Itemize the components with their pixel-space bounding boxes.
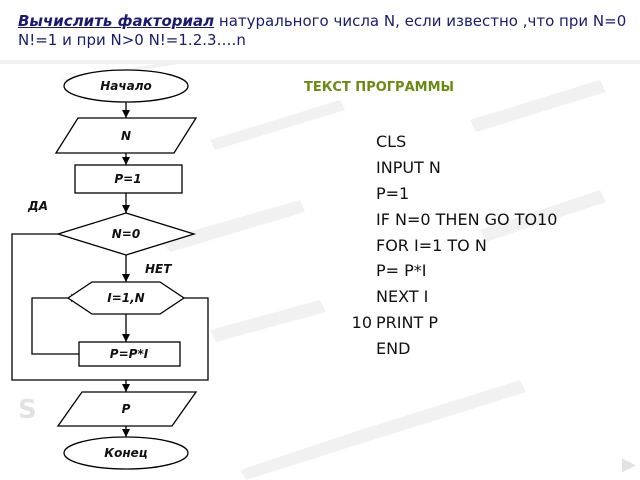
- svg-text:S: S: [18, 395, 37, 425]
- loop-hexagon: [66, 281, 186, 315]
- assign-process: [74, 164, 183, 194]
- header-task-line2: N!=1 и при N>0 N!=1.2.3….n: [18, 31, 246, 49]
- header-task-rest: натурального числа N, если известно ,что…: [214, 12, 627, 30]
- arrow-down: [122, 157, 130, 165]
- decision-diamond: [55, 212, 197, 256]
- code-line-text: INPUT N: [376, 157, 441, 177]
- output-label: P: [122, 402, 131, 416]
- code-line: CLS: [342, 132, 557, 158]
- code-line: NEXT I: [342, 287, 557, 313]
- code-line-text: CLS: [376, 132, 407, 151]
- yes-label: ДА: [27, 199, 48, 213]
- code-line-text: P= P*I: [376, 261, 427, 281]
- end-terminal: [63, 436, 189, 470]
- body-process: [78, 341, 181, 367]
- output-parallelogram: [56, 391, 198, 427]
- decision-label: N=0: [112, 227, 140, 241]
- input-parallelogram: [54, 117, 198, 154]
- code-line-number: 10: [351, 313, 372, 333]
- assign-label: P=1: [114, 172, 141, 186]
- arrow-down: [122, 110, 130, 118]
- arrow-down: [122, 334, 130, 342]
- yes-branch-line: [11, 233, 126, 381]
- code-line: FOR I=1 TO N: [342, 236, 557, 262]
- code-line-text: NEXT I: [376, 287, 429, 307]
- input-label: N: [121, 129, 131, 143]
- code-line: INPUT N: [342, 158, 557, 184]
- code-line: P= P*I: [342, 261, 557, 287]
- program-code: CLS INPUT N P=1 IF N=0 THEN GO TO10 FOR …: [342, 132, 558, 365]
- arrow-down: [122, 274, 130, 282]
- code-line-text: PRINT P: [376, 313, 438, 333]
- code-line-text: FOR I=1 TO N: [376, 235, 487, 255]
- start-terminal: [63, 69, 189, 103]
- loop-label: I=1,N: [107, 291, 144, 305]
- program-title: ТЕКСТ ПРОГРАММЫ: [304, 80, 454, 95]
- loop-back-line: [31, 297, 79, 355]
- arrow-down: [122, 429, 130, 437]
- code-line-text: IF N=0 THEN GO TO10: [376, 209, 558, 229]
- start-label: Начало: [100, 79, 152, 93]
- code-line: P=1: [342, 184, 557, 210]
- code-line: IF N=0 THEN GO TO10: [342, 210, 557, 236]
- header-task-bold: Вычислить факториал: [18, 12, 215, 30]
- code-line-text: P=1: [376, 183, 410, 203]
- body-label: P=P*I: [110, 347, 149, 361]
- end-label: Конец: [104, 446, 147, 460]
- arrow-down: [122, 205, 130, 213]
- svg-text:▶: ▶: [622, 454, 636, 475]
- arrow-down: [122, 384, 130, 392]
- code-line-text: END: [376, 339, 411, 359]
- no-label: НЕТ: [145, 262, 172, 276]
- task-header: Вычислить факториал натурального числа N…: [18, 12, 628, 50]
- code-line: END: [342, 339, 557, 365]
